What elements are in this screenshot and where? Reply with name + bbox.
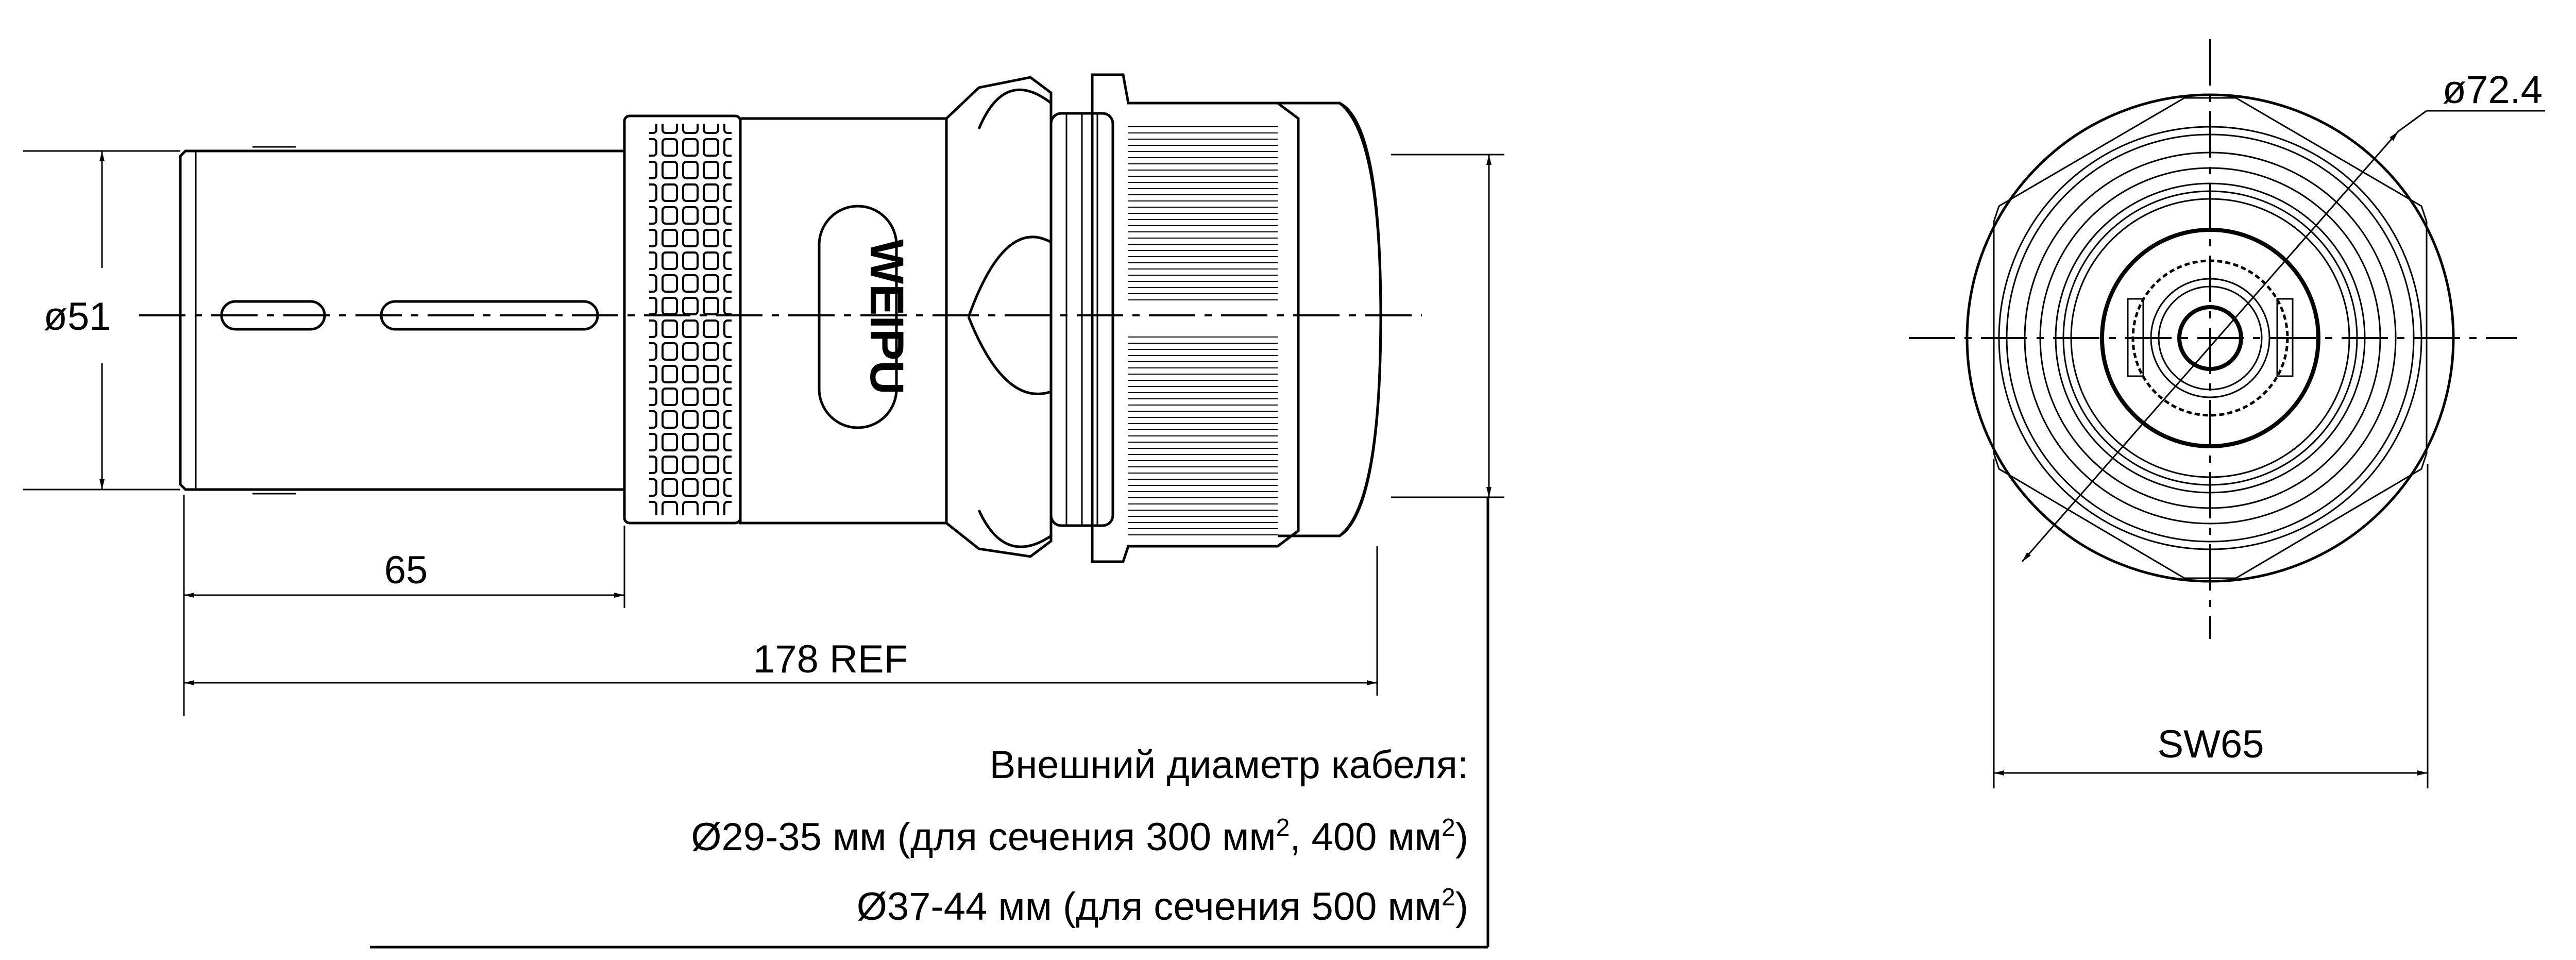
dimension-label: 178 REF [753, 637, 908, 681]
coupling-nut [945, 76, 1053, 558]
cable-note: Внешний диаметр кабеля: Ø29-35 мм (для с… [691, 743, 1468, 929]
connector-body: WEIPU [739, 117, 948, 525]
note-title: Внешний диаметр кабеля: [990, 743, 1468, 787]
front-view: SW65 ø72.4 [1909, 39, 2545, 788]
dimension-gland-height [1391, 154, 1504, 498]
cable-tube [179, 146, 626, 495]
note-line-1: Ø29-35 мм (для сечения 300 мм2, 400 мм2) [691, 814, 1468, 859]
dimension-sw65: SW65 [1993, 459, 2429, 788]
hex-outline [1993, 97, 2428, 579]
side-view: WEIPU [23, 73, 1504, 949]
dimension-label: SW65 [2158, 722, 2264, 766]
dimension-65: 65 [183, 495, 625, 716]
dimension-diameter-72: ø72.4 [2021, 68, 2545, 562]
knurled-ring [623, 114, 742, 525]
weipu-logo: WEIPU [860, 239, 913, 395]
dimension-178: 178 REF [184, 546, 1378, 696]
dimension-label: ø51 [44, 295, 111, 339]
cable-gland [1091, 73, 1382, 563]
dimension-label: ø72.4 [2443, 68, 2543, 112]
end-cap [1298, 102, 1382, 537]
note-line-2: Ø37-44 мм (для сечения 500 мм2) [857, 884, 1468, 929]
dimension-diameter-51: ø51 [23, 150, 180, 491]
dimension-label: 65 [384, 548, 428, 592]
thread [1049, 112, 1114, 527]
